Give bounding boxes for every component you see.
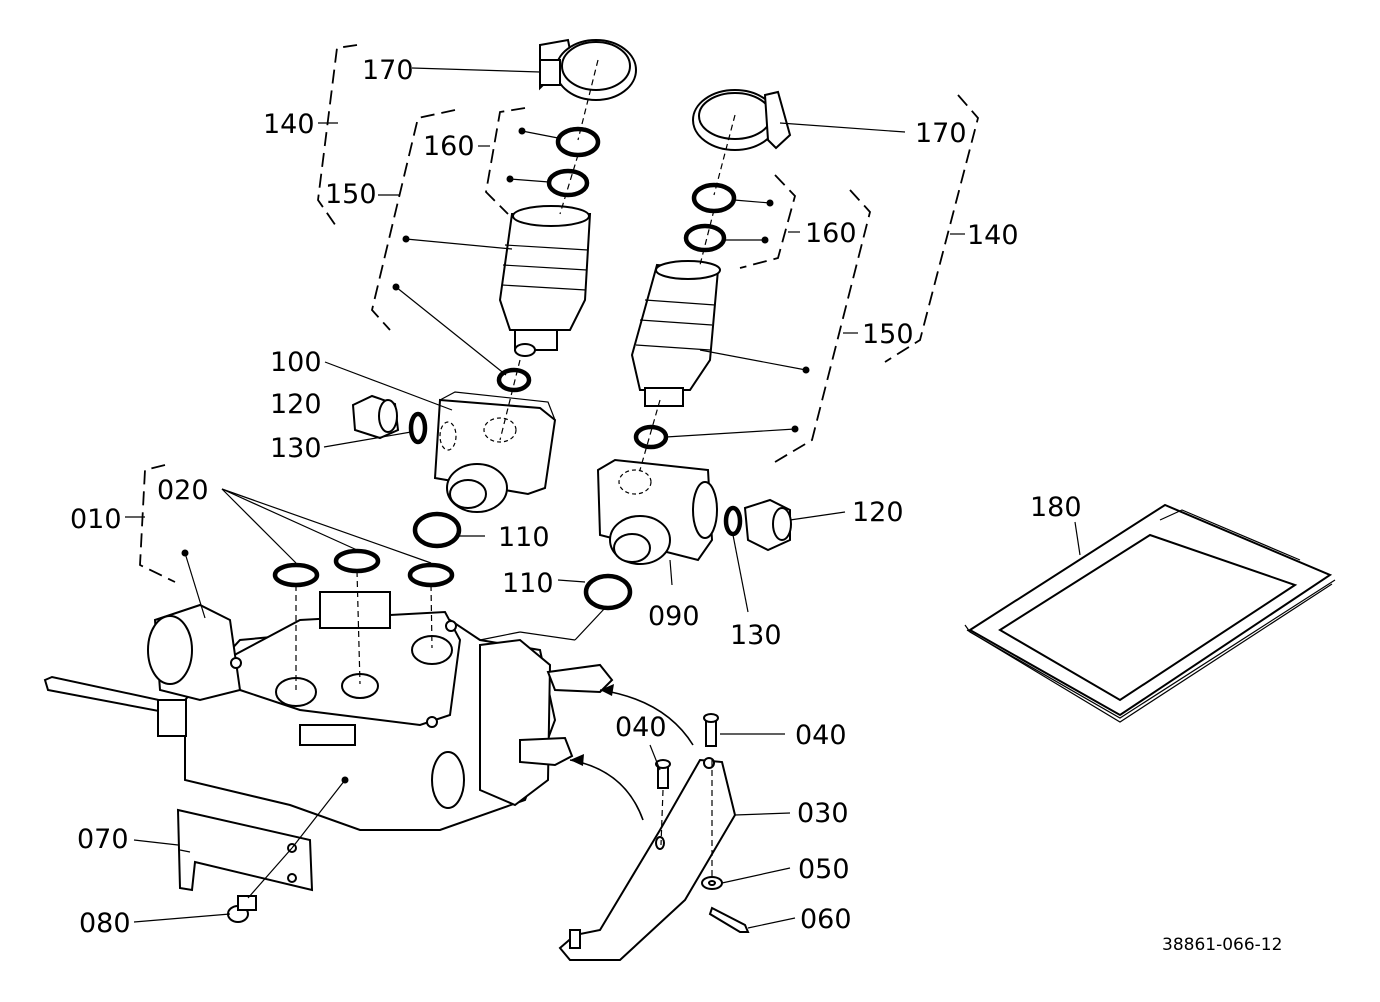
bracket-160-right [739, 174, 797, 269]
left-dashed-axis [499, 59, 599, 441]
label-010: 010 [70, 504, 122, 535]
bracket-150-right [774, 189, 871, 463]
left-o-ring-110 [412, 511, 462, 549]
left-cartridge-150 [498, 205, 592, 357]
right-o-ring-130 [723, 505, 743, 537]
left-o-ring-lower [496, 367, 532, 393]
label-050: 050 [798, 854, 850, 885]
label-110-right: 110 [502, 568, 554, 599]
valve-body-010 [147, 591, 614, 831]
right-o-ring-160 [683, 223, 727, 253]
label-060: 060 [800, 904, 852, 935]
label-150-left: 150 [325, 179, 377, 210]
label-100: 100 [270, 347, 322, 378]
bracket-070 [176, 808, 314, 892]
lever-030 [558, 757, 737, 961]
right-dashed-axis [639, 114, 736, 471]
bracket-140-right [884, 94, 979, 363]
pin-040-lower [655, 759, 671, 846]
control-rod [43, 675, 187, 737]
label-110-left: 110 [498, 522, 550, 553]
label-140-left: 140 [263, 109, 315, 140]
label-020: 020 [157, 475, 209, 506]
label-130-right: 130 [730, 620, 782, 651]
label-080: 080 [79, 908, 131, 939]
bracket-140-left [317, 44, 358, 227]
pin-040-upper [703, 713, 719, 747]
bracket-150-left [371, 109, 456, 331]
right-plug-120 [743, 498, 792, 552]
label-160-right: 160 [805, 218, 857, 249]
label-040-right: 040 [795, 720, 847, 751]
right-backup-ring-160 [691, 182, 737, 214]
label-130-left: 130 [270, 433, 322, 464]
leader-lines [125, 67, 1081, 929]
left-clamp-170 [539, 38, 637, 101]
right-o-ring-110 [583, 573, 633, 611]
label-120-left: 120 [270, 389, 322, 420]
instruction-book-180 [964, 503, 1336, 723]
label-180: 180 [1030, 492, 1082, 523]
left-elbow-body-100 [433, 391, 557, 513]
left-o-ring-130 [408, 411, 428, 445]
label-040-left: 040 [615, 712, 667, 743]
right-cartridge-150 [630, 260, 721, 407]
right-clamp-170 [692, 89, 792, 151]
figure-id: 38861-066-12 [1162, 935, 1282, 955]
label-140-right: 140 [967, 220, 1019, 251]
label-070: 070 [77, 824, 129, 855]
assembly-arrows [569, 684, 694, 821]
label-170-left: 170 [362, 55, 414, 86]
label-170-right: 170 [915, 118, 967, 149]
port-rings-020 [272, 548, 455, 690]
label-090: 090 [648, 601, 700, 632]
left-o-ring-160 [546, 168, 590, 198]
label-150-right: 150 [862, 319, 914, 350]
right-elbow-body-090 [596, 458, 718, 565]
label-160-left: 160 [423, 131, 475, 162]
cotter-pin-060 [708, 906, 750, 933]
label-120-right: 120 [852, 497, 904, 528]
bracket-160-left [485, 107, 526, 215]
left-backup-ring-160 [555, 126, 601, 158]
bolt-080 [227, 895, 257, 923]
left-plug-120 [351, 394, 400, 440]
label-030: 030 [797, 798, 849, 829]
